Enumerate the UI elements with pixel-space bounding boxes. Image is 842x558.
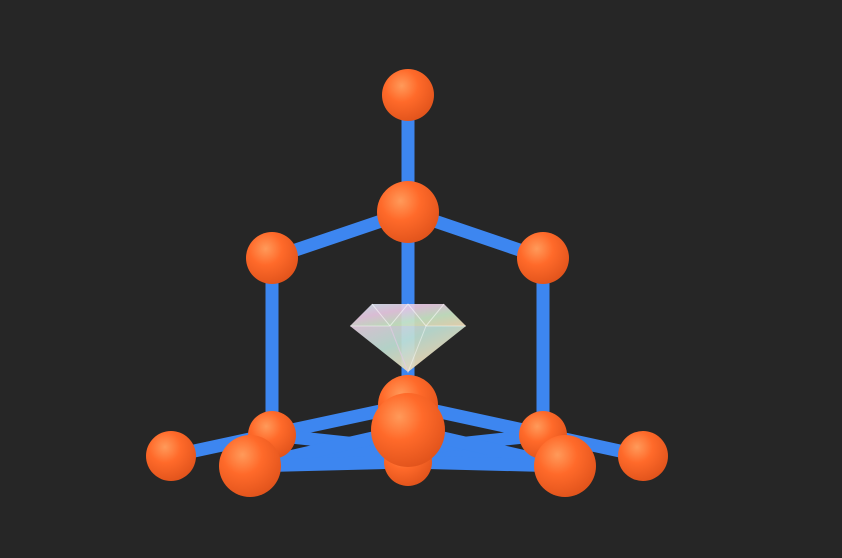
- atom-top: [382, 69, 434, 121]
- atom-lowleft: [219, 435, 281, 497]
- diamond-gem-icon: [350, 303, 466, 374]
- atom-ur: [517, 232, 569, 284]
- atom-front: [371, 393, 445, 467]
- atom-farleft: [146, 431, 196, 481]
- atom-ul: [246, 232, 298, 284]
- atom-farright: [618, 431, 668, 481]
- atoms: [146, 69, 668, 497]
- atom-lowright: [534, 435, 596, 497]
- atom-center: [377, 181, 439, 243]
